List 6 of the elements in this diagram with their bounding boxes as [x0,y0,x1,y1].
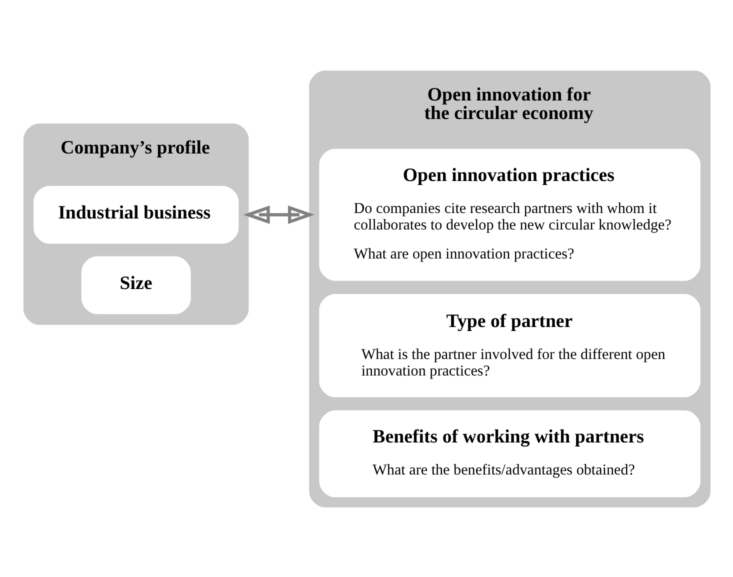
arrow [242,205,314,224]
node-box: Type of partner What is the partner involved for the different open innovation practices? [318,294,700,397]
node-box: Benefits of working with partners What are the benefits/advantages obtained? [318,410,700,497]
node-box: Open innovation practices Do companies cite research partners with whom it collaborates to develop the new circular knowledge? What are open innovation practices? [318,148,700,280]
node-box: Size [80,256,190,314]
node-box: Industrial business [33,185,238,244]
